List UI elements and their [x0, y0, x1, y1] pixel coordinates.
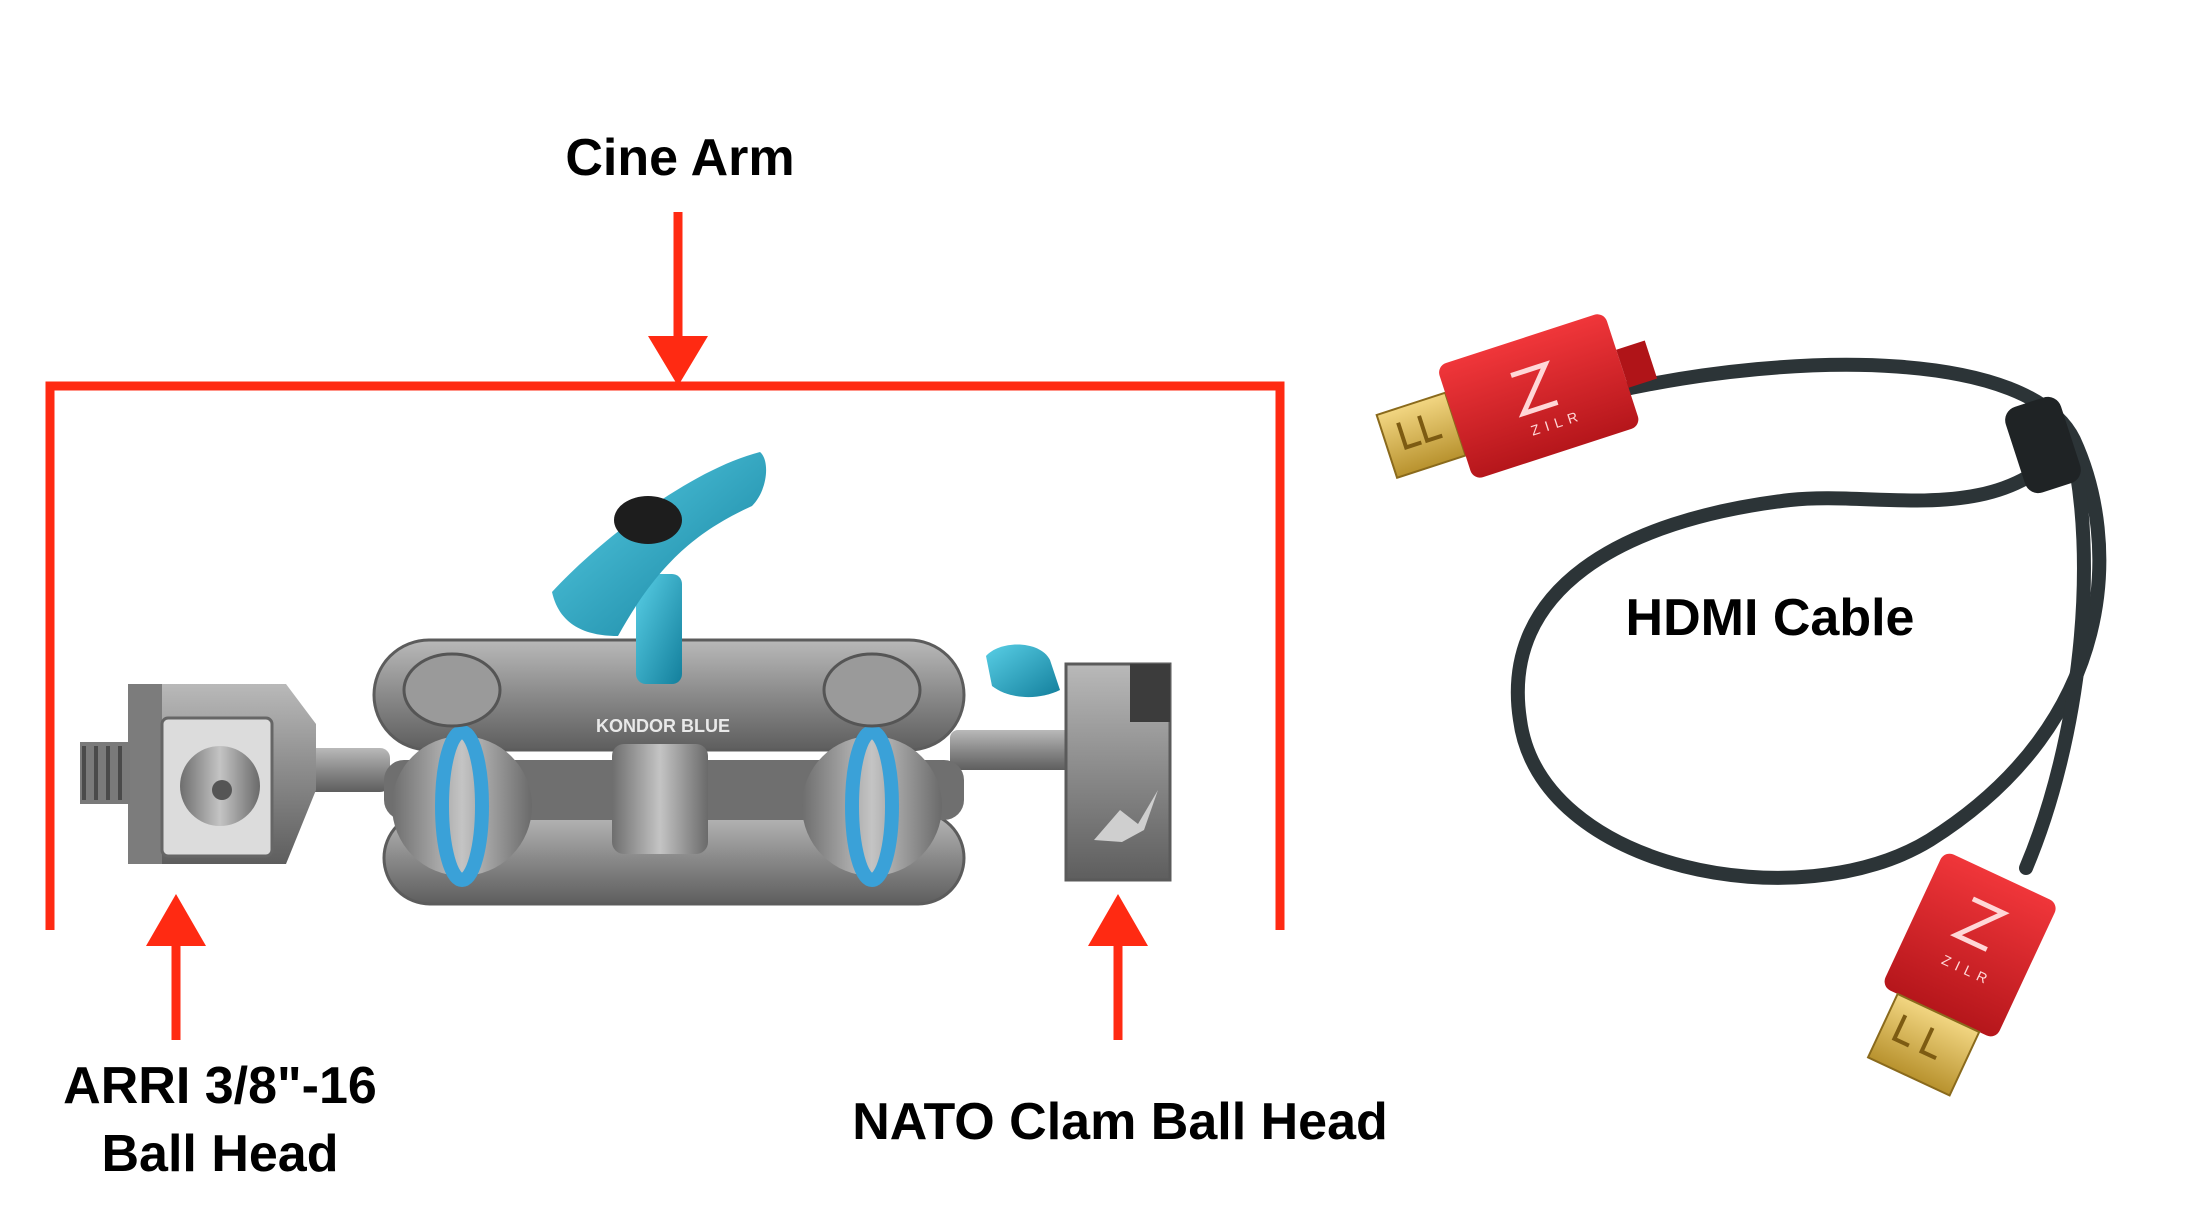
cine-arm-product: KONDOR BLUE [80, 452, 1172, 906]
arri-ball-head [80, 684, 316, 864]
hdmi-connector-top: ZILR [1375, 314, 1658, 480]
nato-clamp [986, 644, 1172, 882]
hdmi-cable-product: ZILR ZILR [1375, 314, 2107, 1097]
cine-arm-arrow [648, 212, 708, 386]
kondor-blue-engraving: KONDOR BLUE [596, 716, 730, 736]
arri-ball-head-label: ARRI 3/8"-16 Ball Head [20, 1052, 420, 1188]
arri-label-line2: Ball Head [101, 1125, 339, 1183]
arri-arrow [146, 894, 206, 1040]
nato-clamp-label: NATO Clam Ball Head [852, 1093, 1388, 1151]
hdmi-connector-bottom: ZILR [1866, 853, 2056, 1097]
cine-arm-bracket [45, 381, 1285, 930]
nato-arrow [1088, 894, 1148, 1040]
hdmi-cable-label: HDMI Cable [1625, 589, 1915, 647]
cine-arm-label: Cine Arm [565, 129, 795, 187]
t-handle-knob [552, 452, 767, 684]
arri-label-line1: ARRI 3/8"-16 [63, 1057, 377, 1115]
arm-body: KONDOR BLUE [372, 638, 966, 906]
